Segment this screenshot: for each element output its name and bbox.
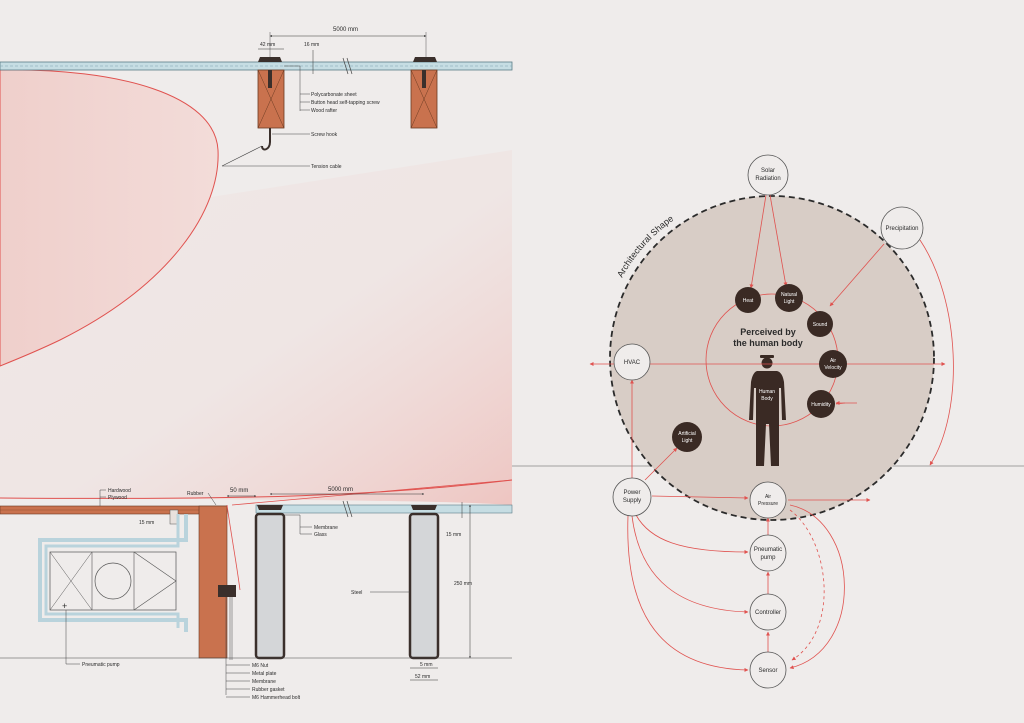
system-diagram: Architectural Shape Perceived by the hum… [512, 154, 1024, 689]
tension-cable [221, 145, 263, 167]
node-artificial-light: Artificial Light [672, 422, 702, 452]
label-pneumatic-pump: Pneumatic pump [82, 662, 120, 668]
node-pneumatic-pump: Pneumatic pump [749, 534, 787, 572]
callout-membrane: Membrane [252, 679, 276, 685]
dim-span-top: 5000 mm [333, 27, 358, 33]
svg-text:+: + [62, 601, 67, 611]
svg-text:Air: Air [765, 494, 771, 500]
dim-width-top: 42 mm [260, 42, 275, 48]
human-label-line1: Human [759, 389, 775, 395]
svg-text:Humidity: Humidity [811, 402, 831, 408]
node-sound: Sound [807, 311, 833, 337]
node-controller: Controller [749, 593, 787, 631]
svg-text:Artificial: Artificial [678, 431, 696, 437]
callout-tension-cable: Tension cable [311, 164, 342, 170]
center-label-line1: Perceived by [740, 327, 796, 337]
label-rubber: Rubber [187, 491, 204, 497]
steel-column-1 [254, 505, 286, 660]
svg-text:Power: Power [623, 490, 640, 496]
bolt-detail [218, 585, 236, 597]
svg-text:Natural: Natural [781, 292, 797, 298]
svg-text:Light: Light [784, 299, 795, 305]
dim-52mm: 52 mm [415, 674, 430, 680]
callout-polycarbonate: Polycarbonate sheet [311, 92, 357, 98]
svg-text:Controller: Controller [755, 610, 781, 616]
screw-head-2 [413, 57, 437, 62]
node-sensor: Sensor [749, 651, 787, 689]
steel-column-2 [408, 505, 440, 660]
top-detail: 5000 mm 42 mm 16 mm Polycarbonate sheet … [0, 27, 513, 505]
node-humidity: Humidity [807, 390, 835, 418]
svg-text:Velocity: Velocity [824, 365, 842, 371]
dim-rubber: 50 mm [230, 488, 248, 494]
dim-thickness-top: 16 mm [304, 42, 319, 48]
wood-rafter-1 [257, 69, 285, 129]
callout-screw: Button head self-tapping screw [311, 100, 380, 106]
label-glass: Glass [314, 532, 327, 538]
dim-small: 15 mm [139, 520, 154, 526]
label-steel: Steel [351, 590, 362, 596]
callout-m6-nut: M6 Nut [252, 663, 269, 669]
dim-height: 250 mm [454, 581, 472, 587]
svg-text:pump: pump [760, 555, 776, 561]
callout-screw-hook: Screw hook [311, 132, 338, 138]
node-air-pressure: Air Pressure [749, 481, 787, 519]
svg-text:Supply: Supply [623, 498, 641, 504]
svg-text:Light: Light [682, 438, 693, 444]
callout-hammerhead-bolt: M6 Hammerhead bolt [252, 695, 301, 701]
label-membrane-bottom: Membrane [314, 525, 338, 531]
pneumatic-pump-unit: + [38, 514, 188, 632]
label-plywood: Plywood [108, 495, 127, 501]
node-precipitation: Precipitation [880, 206, 924, 250]
dim-5mm: 5 mm [420, 662, 433, 668]
wall-section [198, 505, 228, 659]
svg-text:Pressure: Pressure [758, 501, 778, 507]
callout-wood-rafter: Wood rafter [311, 108, 337, 114]
inflated-membrane-top [0, 69, 219, 367]
svg-text:Sound: Sound [813, 322, 828, 328]
node-heat: Heat [735, 287, 761, 313]
svg-text:Precipitation: Precipitation [885, 226, 918, 232]
dim-span-bottom: 5000 mm [328, 487, 353, 493]
screw-head-1 [258, 57, 282, 62]
node-natural-light: Natural Light [775, 284, 803, 312]
wood-rafter-2 [410, 69, 438, 129]
human-label-line2: Body [761, 396, 773, 402]
svg-text:Heat: Heat [743, 298, 754, 304]
svg-text:HVAC: HVAC [624, 360, 641, 366]
svg-text:Sensor: Sensor [758, 668, 777, 674]
svg-text:Radiation: Radiation [755, 176, 780, 182]
svg-text:Solar: Solar [761, 168, 775, 174]
node-hvac: HVAC [613, 343, 651, 381]
node-air-velocity: Air Velocity [819, 350, 847, 378]
center-label-line2: the human body [733, 338, 803, 348]
node-solar-radiation: Solar Radiation [747, 154, 789, 196]
label-hardwood: Hardwood [108, 488, 131, 494]
svg-text:Pneumatic: Pneumatic [754, 547, 782, 553]
dim-glass: 15 mm [446, 532, 461, 538]
svg-text:Air: Air [830, 358, 836, 364]
callout-metal-plate: Metal plate [252, 671, 277, 677]
bottom-detail: + Pneumatic pump Hardwood Plywood Rubber… [0, 479, 513, 701]
node-power-supply: Power Supply [612, 477, 652, 517]
callout-rubber-gasket: Rubber gasket [252, 687, 285, 693]
screw-hook [261, 128, 271, 151]
glass-panel [255, 504, 513, 514]
